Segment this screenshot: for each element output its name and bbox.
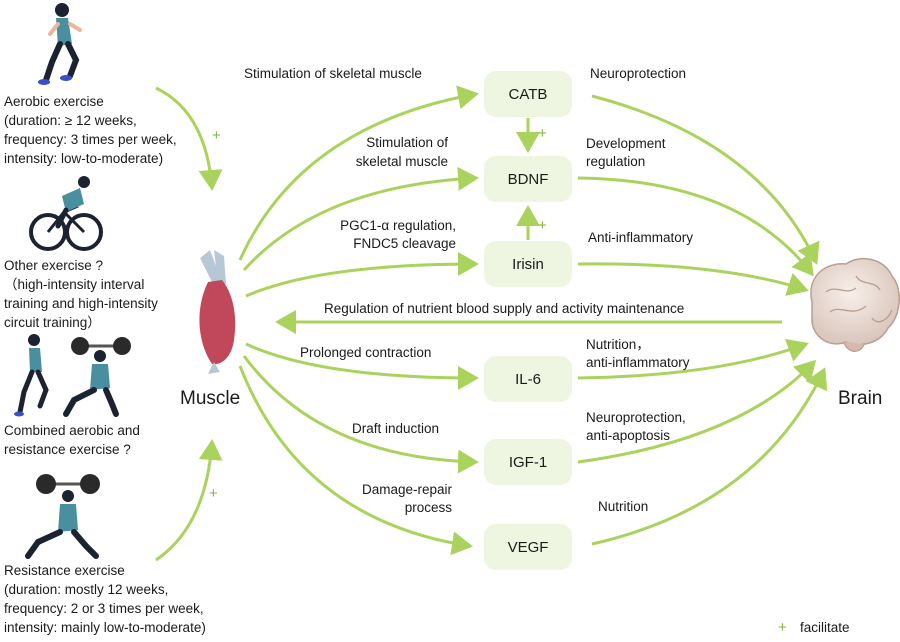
combined-exercise-label: Combined aerobic and resistance exercise … bbox=[4, 423, 140, 457]
molecule-bdnf-label: BDNF bbox=[508, 171, 549, 188]
il6-output-label-line1: Nutrition， bbox=[586, 337, 650, 352]
bdnf-input-label-line2: skeletal muscle bbox=[356, 154, 448, 169]
aerobic-plus-sign: + bbox=[212, 127, 221, 144]
muscle-icon bbox=[199, 250, 236, 374]
combined-exercise-figure bbox=[14, 334, 131, 417]
legend-facilitate-label: facilitate bbox=[800, 620, 850, 635]
other-exercise-line-4: circuit training） bbox=[4, 315, 101, 330]
catb-input-label: Stimulation of skeletal muscle bbox=[244, 66, 422, 81]
irisin-input-label-line1: PGC1-α regulation, bbox=[340, 218, 456, 233]
aerobic-exercise-line-1: Aerobic exercise bbox=[4, 94, 104, 109]
irisin-output-label: Anti-inflammatory bbox=[588, 230, 693, 245]
vegf-to-brain-arrow bbox=[591, 367, 828, 546]
molecule-irisin-label: Irisin bbox=[512, 256, 544, 273]
muscle-to-igf1-arrow bbox=[242, 355, 479, 474]
resistance-exercise-line-3: frequency: 2 or 3 times per week, bbox=[4, 601, 204, 616]
molecule-catb-label: CATB bbox=[509, 86, 548, 103]
weightlifter-figure bbox=[25, 474, 100, 559]
other-exercise-line-2: （high-intensity interval bbox=[4, 277, 144, 292]
resistance-exercise-line-2: (duration: mostly 12 weeks, bbox=[4, 582, 168, 597]
muscle-to-vegf-arrow bbox=[238, 365, 473, 556]
muscle-to-catb-arrow bbox=[238, 85, 479, 261]
vegf-input-label-line1: Damage-repair bbox=[362, 482, 453, 497]
resistance-plus-sign: + bbox=[209, 485, 218, 502]
igf1-output-label-line2: anti-apoptosis bbox=[586, 428, 670, 443]
molecule-il6: IL-6 bbox=[484, 356, 572, 402]
molecule-irisin: Irisin bbox=[484, 241, 572, 287]
catb-bdnf-plus-sign: + bbox=[538, 125, 547, 142]
aerobic-exercise-line-4: intensity: low-to-moderate) bbox=[4, 151, 163, 166]
resistance-to-muscle-arrow bbox=[155, 439, 223, 562]
aerobic-exercise-line-3: frequency: 3 times per week, bbox=[4, 132, 177, 147]
molecule-igf1: IGF-1 bbox=[484, 439, 572, 485]
resistance-exercise-line-1: Resistance exercise bbox=[4, 563, 125, 578]
aerobic-to-muscle-arrow bbox=[155, 86, 223, 191]
combined-exercise-line-2: resistance exercise ? bbox=[4, 442, 131, 457]
il6-to-brain-arrow bbox=[577, 339, 809, 380]
molecule-bdnf: BDNF bbox=[484, 156, 572, 202]
other-exercise-line-3: training and high-intensity bbox=[4, 296, 158, 311]
muscle-to-irisin-arrow bbox=[245, 252, 479, 298]
catb-output-label: Neuroprotection bbox=[590, 66, 686, 81]
molecule-igf1-label: IGF-1 bbox=[509, 454, 547, 471]
il6-input-label: Prolonged contraction bbox=[300, 345, 431, 360]
il6-output-label-line2: anti-inflammatory bbox=[586, 355, 690, 370]
irisin-input-label-line2: FNDC5 cleavage bbox=[353, 236, 456, 251]
bdnf-output-label-line2: regulation bbox=[586, 154, 645, 169]
brain-to-muscle-label: Regulation of nutrient blood supply and … bbox=[324, 301, 684, 316]
irisin-bdnf-plus-sign: + bbox=[538, 217, 547, 234]
bdnf-output-label-line1: Development bbox=[586, 136, 666, 151]
cyclist-figure bbox=[29, 176, 103, 251]
molecule-vegf-label: VEGF bbox=[508, 539, 549, 556]
igf1-output-label-line1: Neuroprotection, bbox=[586, 410, 686, 425]
catb-to-brain-arrow bbox=[591, 94, 820, 265]
aerobic-exercise-label: Aerobic exercise (duration: ≥ 12 weeks, fr… bbox=[4, 94, 177, 166]
brain-label: Brain bbox=[838, 388, 882, 409]
resistance-exercise-line-4: intensity: mainly low-to-moderate) bbox=[4, 620, 206, 635]
legend: + facilitate bbox=[778, 619, 850, 636]
other-exercise-line-1: Other exercise ? bbox=[4, 258, 103, 273]
aerobic-exercise-line-2: (duration: ≥ 12 weeks, bbox=[4, 113, 137, 128]
igf1-to-brain-arrow bbox=[577, 359, 817, 464]
molecule-catb: CATB bbox=[484, 71, 572, 117]
brain-icon bbox=[810, 257, 900, 352]
igf1-input-label: Draft induction bbox=[352, 421, 439, 436]
molecule-il6-label: IL-6 bbox=[515, 371, 541, 388]
vegf-input-label-line2: process bbox=[405, 500, 453, 515]
other-exercise-label: Other exercise ? （high-intensity interval… bbox=[4, 258, 158, 330]
runner-figure bbox=[38, 3, 82, 85]
legend-plus-sign: + bbox=[778, 619, 787, 636]
molecule-vegf: VEGF bbox=[484, 524, 572, 570]
vegf-output-label: Nutrition bbox=[598, 499, 648, 514]
bdnf-to-brain-arrow bbox=[577, 176, 814, 277]
combined-exercise-line-1: Combined aerobic and bbox=[4, 423, 140, 438]
muscle-label: Muscle bbox=[180, 388, 240, 409]
irisin-to-brain-arrow bbox=[577, 262, 809, 296]
resistance-exercise-label: Resistance exercise (duration: mostly 12 … bbox=[4, 563, 206, 635]
muscle-to-bdnf-arrow bbox=[242, 166, 479, 272]
muscle-to-il6-arrow bbox=[245, 342, 479, 390]
bdnf-input-label-line1: Stimulation of bbox=[366, 135, 448, 150]
